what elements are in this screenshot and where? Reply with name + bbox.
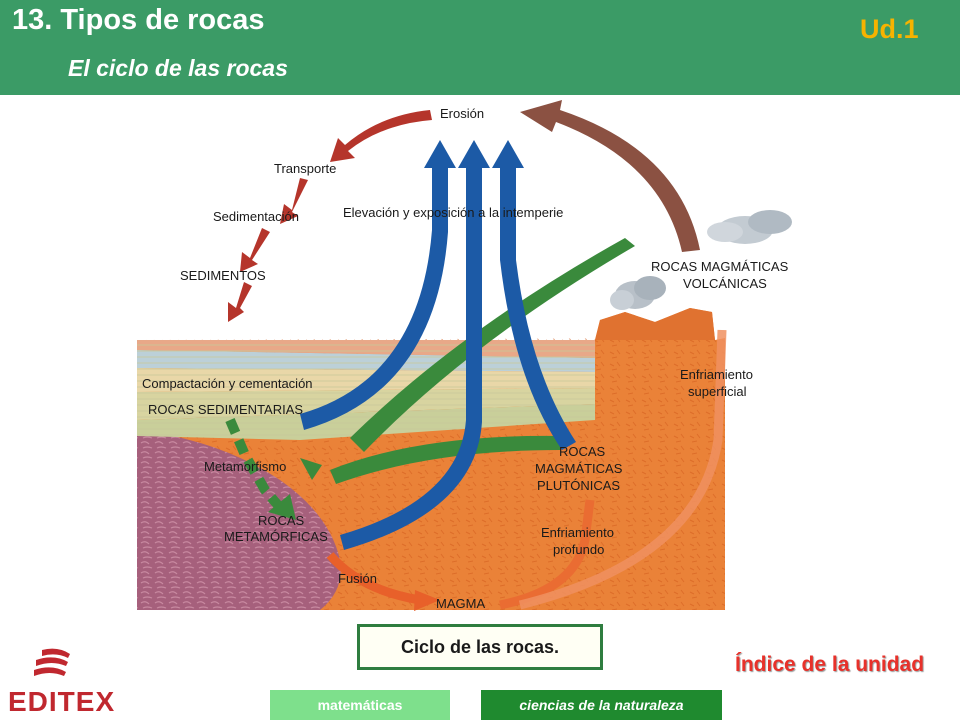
unit-label: Ud.1 xyxy=(860,14,919,44)
label-magma: MAGMA xyxy=(436,596,485,611)
label-sedimentacion: Sedimentación xyxy=(213,209,299,224)
label-plutonicas-3: PLUTÓNICAS xyxy=(537,478,620,493)
label-erosion: Erosión xyxy=(440,106,484,121)
volcano xyxy=(595,308,715,340)
label-volcanicas-1: ROCAS MAGMÁTICAS xyxy=(651,259,789,274)
nav-button-matematicas[interactable]: matemáticas xyxy=(270,690,450,720)
erosion-arrows xyxy=(228,110,432,322)
label-compactacion: Compactación y cementación xyxy=(142,376,313,391)
volcanic-erosion-arrow xyxy=(520,100,700,252)
magma-arrows xyxy=(326,329,727,611)
label-enfriamiento-profundo-2: profundo xyxy=(553,542,604,557)
editex-logo-text: EDITEX xyxy=(8,686,116,717)
caption-box: Ciclo de las rocas. xyxy=(357,624,603,670)
label-elevacion: Elevación y exposición a la intemperie xyxy=(343,205,563,220)
label-volcanicas-2: VOLCÁNICAS xyxy=(683,276,767,291)
label-plutonicas-2: MAGMÁTICAS xyxy=(535,461,623,476)
unit-index-link[interactable]: Índice de la unidad xyxy=(735,653,925,676)
label-rocas-metamorficas-2: METAMÓRFICAS xyxy=(224,529,328,544)
metamorphism-dashed-arrow xyxy=(225,418,296,520)
volcanic-cloud-icon xyxy=(610,210,792,310)
label-transporte: Transporte xyxy=(274,161,336,176)
diagram-caption: Ciclo de las rocas. xyxy=(400,636,560,657)
uplift-arrows xyxy=(300,140,576,550)
label-rocas-sedimentarias: ROCAS SEDIMENTARIAS xyxy=(148,402,303,417)
metamorphism-arrows xyxy=(300,238,635,484)
nav-button-ciencias[interactable]: ciencias de la naturaleza xyxy=(481,690,722,720)
rock-cycle-diagram: Erosión Transporte Sedimentación SEDIMEN… xyxy=(137,100,792,611)
label-plutonicas-1: ROCAS xyxy=(559,444,606,459)
label-enfriamiento-superficial-2: superficial xyxy=(688,384,747,399)
label-sedimentos: SEDIMENTOS xyxy=(180,268,266,283)
label-enfriamiento-profundo-1: Enfriamiento xyxy=(541,525,614,540)
label-fusion: Fusión xyxy=(338,571,377,586)
label-enfriamiento-superficial-1: Enfriamiento xyxy=(680,367,753,382)
label-metamorfismo: Metamorfismo xyxy=(204,459,286,474)
page-title: 13. Tipos de rocas xyxy=(12,4,265,36)
page-subtitle: El ciclo de las rocas xyxy=(68,55,288,81)
label-rocas-metamorficas-1: ROCAS xyxy=(258,513,305,528)
editex-logo-icon xyxy=(34,648,70,676)
header-bar: 13. Tipos de rocas El ciclo de las rocas… xyxy=(0,0,960,95)
